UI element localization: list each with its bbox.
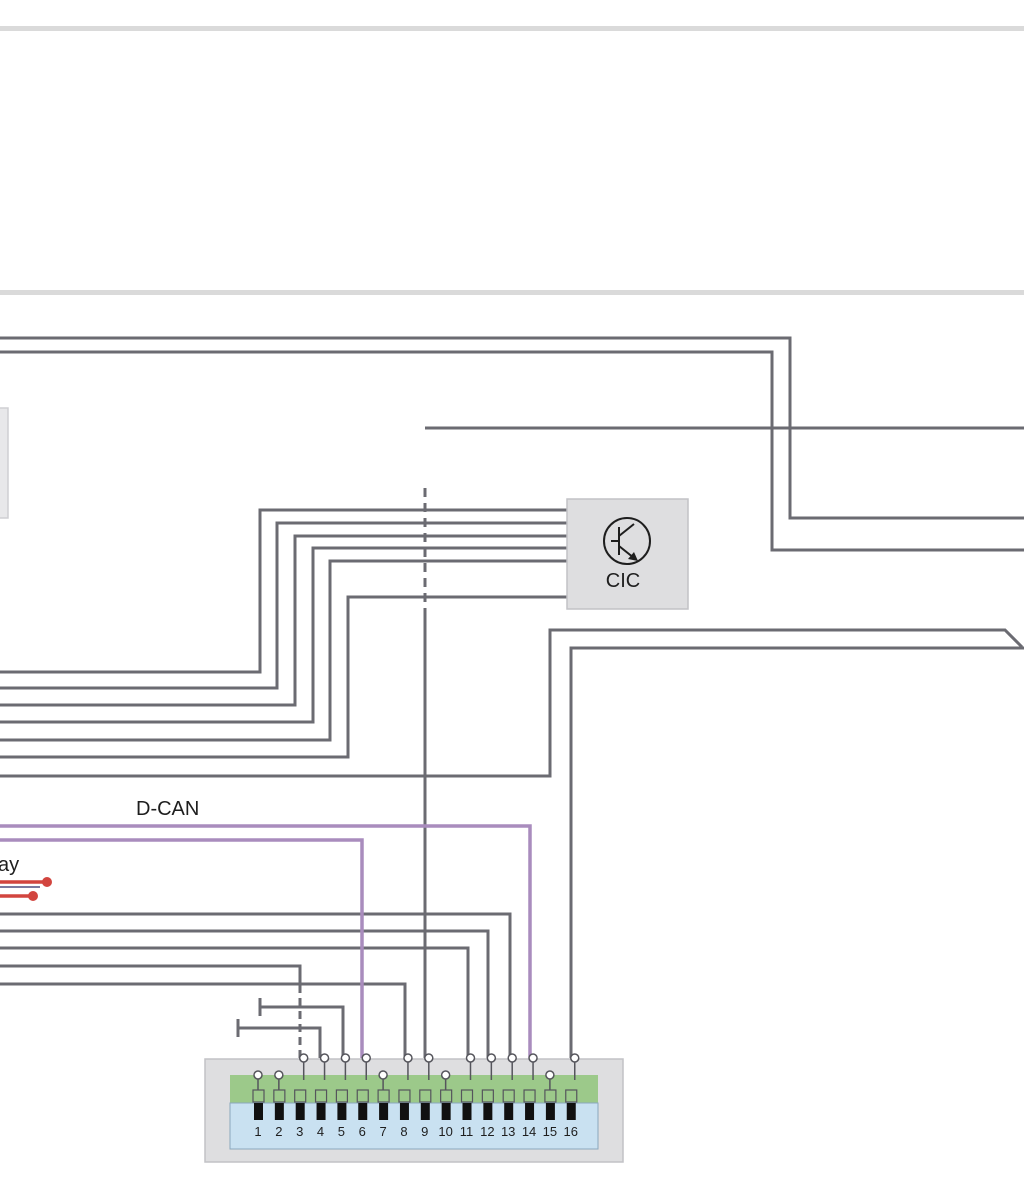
pin-number-9: 9 <box>421 1124 428 1139</box>
connector-pin-5: 5 <box>335 1053 351 1139</box>
relay-label-partial: ay <box>0 854 19 876</box>
wire-cic-2 <box>0 521 567 690</box>
wire-cic-1 <box>0 508 567 674</box>
connector-pin-10: 10 <box>438 1070 453 1139</box>
wire-pin3-top <box>0 964 302 985</box>
pin-number-10: 10 <box>438 1124 452 1139</box>
red-wire-terminal <box>42 877 52 887</box>
wire-cic-4 <box>0 546 567 724</box>
wire-cic-5 <box>0 559 567 742</box>
connector-contact-strip <box>230 1075 598 1103</box>
wire-pin13 <box>0 912 512 1058</box>
pin-number-8: 8 <box>400 1124 407 1139</box>
wire-pin12 <box>0 929 490 1058</box>
pin-number-3: 3 <box>296 1124 303 1139</box>
cic-module: CIC <box>566 498 689 610</box>
wire-pin11 <box>0 946 470 1058</box>
pin-number-16: 16 <box>564 1124 578 1139</box>
pin-number-7: 7 <box>379 1124 386 1139</box>
dcan-wires <box>0 824 532 1058</box>
left-module-block <box>0 407 9 519</box>
wire-pin8 <box>0 982 407 1058</box>
pin-number-11: 11 <box>460 1124 474 1139</box>
wire-ground-pin4 <box>238 1026 322 1058</box>
connector-pin-3: 3 <box>294 1053 309 1139</box>
wire-pin16 <box>569 646 1024 1058</box>
cic-label: CIC <box>606 570 640 592</box>
connector-pin-7: 7 <box>377 1070 390 1139</box>
connector-pin-8: 8 <box>398 1053 413 1139</box>
pin-number-5: 5 <box>338 1124 345 1139</box>
connector-pin-4: 4 <box>314 1053 330 1139</box>
pin-number-13: 13 <box>501 1124 515 1139</box>
wire-top-2 <box>0 350 1024 552</box>
pin-number-6: 6 <box>359 1124 366 1139</box>
wire-cic-3 <box>0 534 567 707</box>
connector-pin-1: 1 <box>252 1070 265 1139</box>
pin-number-4: 4 <box>317 1124 324 1139</box>
red-wires <box>0 877 52 901</box>
connector-pin-6: 6 <box>356 1053 371 1139</box>
connector-pin-16: 16 <box>564 1053 580 1139</box>
red-wire-terminal <box>28 891 38 901</box>
pin-number-2: 2 <box>275 1124 282 1139</box>
connector-pin-9: 9 <box>419 1053 434 1139</box>
connector-pin-15: 15 <box>543 1070 557 1139</box>
connector-pin-12: 12 <box>480 1053 497 1139</box>
section-divider <box>0 290 1024 295</box>
grey-wires <box>0 336 1024 1058</box>
emitter-arrow <box>628 552 638 561</box>
connector-pin-14: 14 <box>522 1053 538 1139</box>
connector-pin-strip <box>229 1102 599 1150</box>
connector-pin-13: 13 <box>501 1053 517 1139</box>
wire-ground-pin5 <box>260 1005 345 1058</box>
dcan-label: D-CAN <box>136 798 199 820</box>
dcan-wire-high <box>0 824 532 1058</box>
dcan-wire-low <box>0 838 364 1058</box>
wire-cic-6 <box>0 595 567 759</box>
pin-number-1: 1 <box>254 1124 261 1139</box>
top-divider <box>0 26 1024 31</box>
connector-pin-11: 11 <box>460 1053 476 1139</box>
pin-number-15: 15 <box>543 1124 557 1139</box>
pin-number-14: 14 <box>522 1124 536 1139</box>
wire-right-loop <box>0 628 1024 778</box>
connector-pin-2: 2 <box>273 1070 286 1139</box>
pin-number-12: 12 <box>480 1124 494 1139</box>
